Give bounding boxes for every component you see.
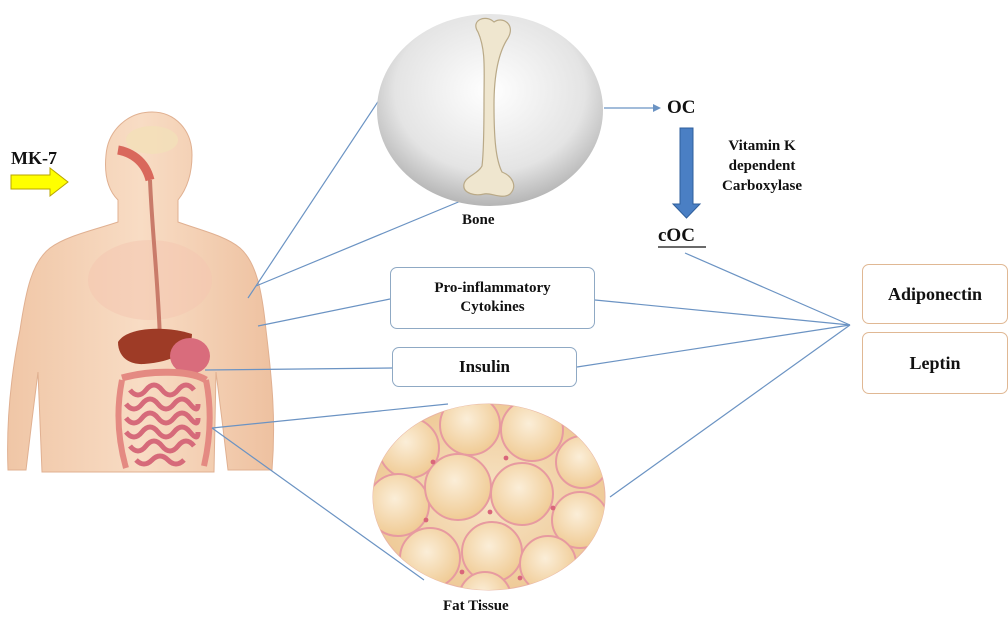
bone-illustration	[377, 14, 603, 206]
fat-cell-nucleus	[518, 576, 523, 581]
carboxylation-arrow	[673, 128, 700, 218]
fat-cell-nucleus	[431, 460, 436, 465]
cytokines-box: Pro-inflammatory Cytokines	[390, 267, 595, 329]
fat-tissue-label: Fat Tissue	[443, 598, 509, 615]
adiponectin-box: Adiponectin	[862, 264, 1008, 324]
fat-cell	[367, 474, 429, 536]
body-to-cytokines-line	[258, 299, 390, 326]
enzyme-label-line: dependent	[707, 156, 817, 176]
insulin-box: Insulin	[392, 347, 577, 387]
coc-to-hormones-line	[685, 253, 850, 325]
body-to-bone-line-upper	[248, 88, 387, 298]
fat-cell-nucleus	[460, 570, 465, 575]
enzyme-label-line: Carboxylase	[707, 176, 817, 196]
oc-label: OC	[667, 97, 696, 119]
fat-cell	[556, 436, 608, 488]
leptin-box-label: Leptin	[909, 352, 960, 375]
cytokines-box-line: Pro-inflammatory	[434, 279, 550, 298]
fat-cell	[501, 399, 563, 461]
coc-label: cOC	[658, 225, 695, 247]
fat-cell-nucleus	[424, 518, 429, 523]
fat-cell-nucleus	[551, 506, 556, 511]
fat-cell	[491, 463, 553, 525]
fat-tissue-illustration	[367, 395, 608, 617]
fat-cell-nucleus	[488, 510, 493, 515]
stomach	[170, 338, 210, 374]
insulin-to-hormones-line	[577, 325, 850, 367]
enzyme-label: Vitamin K dependent Carboxylase	[707, 136, 817, 196]
mk7-label: MK-7	[11, 148, 57, 169]
lungs	[88, 240, 212, 320]
enzyme-label-line: Vitamin K	[707, 136, 817, 156]
insulin-box-label: Insulin	[459, 356, 510, 377]
fat-cell	[520, 536, 576, 592]
brain	[126, 126, 178, 154]
fat-cell-nucleus	[504, 456, 509, 461]
adiponectin-box-label: Adiponectin	[888, 283, 982, 306]
fat-to-hormones-line	[610, 325, 850, 497]
leptin-box: Leptin	[862, 332, 1008, 394]
cytokines-box-line: Cytokines	[460, 298, 524, 317]
cytokines-to-hormones-line	[595, 300, 850, 325]
fat-cell	[425, 454, 491, 520]
bone-to-oc-arrowhead	[653, 104, 661, 112]
bone-label: Bone	[462, 212, 495, 229]
mk7-arrow-icon	[11, 168, 68, 196]
fat-cell	[400, 528, 460, 588]
